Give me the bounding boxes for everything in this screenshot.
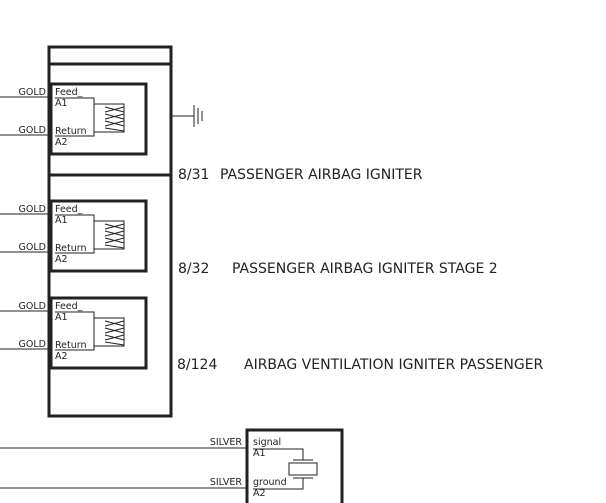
- wire-color-label: GOLD: [19, 125, 46, 136]
- pin-name-label: Return_: [55, 243, 92, 254]
- wire-color-label: GOLD: [19, 87, 46, 98]
- wire-color-label: GOLD: [19, 339, 46, 350]
- wire-color-label: SILVER: [210, 437, 243, 448]
- pin-name-label: Return_: [55, 126, 92, 137]
- igniter-coil-icon: [55, 97, 125, 137]
- pin-name-label: Feed_: [55, 301, 83, 312]
- sensor-module-box: [245, 428, 344, 503]
- component-8-124: GOLD GOLD Feed_ A1 Return_ A2 8/124 AIRB…: [0, 296, 544, 373]
- pin-id-label: A1: [55, 98, 68, 109]
- pin-name-label: Feed_: [55, 204, 83, 215]
- pin-id-label: A1: [55, 215, 68, 226]
- pin-name-label: ground: [253, 477, 287, 488]
- wire-color-label: GOLD: [19, 242, 46, 253]
- igniter-module-box: [49, 296, 148, 370]
- pin-id-label: A1: [55, 312, 68, 323]
- igniter-coil-icon: [55, 311, 125, 351]
- component-8-32: GOLD GOLD Feed_ A1 Return_ A2 8/32 PASSE…: [0, 199, 498, 277]
- sensor-component: SILVER SILVER signal A1 ground A2: [0, 428, 344, 503]
- pin-id-label: A2: [253, 488, 266, 499]
- igniter-module-box: [49, 199, 148, 273]
- wire-color-label: GOLD: [19, 301, 46, 312]
- pin-id-label: A2: [55, 351, 68, 362]
- pin-id-label: A2: [55, 137, 68, 148]
- component-ref: 8/124: [177, 357, 217, 373]
- component-ref: 8/31: [178, 167, 209, 183]
- pin-id-label: A2: [55, 254, 68, 265]
- pin-id-label: A1: [253, 448, 266, 459]
- ground-icon: [171, 105, 203, 127]
- component-description: PASSENGER AIRBAG IGNITER: [220, 167, 423, 183]
- igniter-coil-icon: [55, 214, 125, 254]
- enclosure-outline: [47, 45, 173, 418]
- component-description: AIRBAG VENTILATION IGNITER PASSENGER: [244, 357, 544, 373]
- component-ref: 8/32: [178, 261, 209, 277]
- component-description: PASSENGER AIRBAG IGNITER STAGE 2: [232, 261, 498, 277]
- wire-color-label: GOLD: [19, 204, 46, 215]
- pin-name-label: Feed_: [55, 87, 83, 98]
- component-8-31: GOLD GOLD Feed_ A1 Return_ A2 8/31 PASSE…: [0, 82, 423, 183]
- wire-color-label: SILVER: [210, 477, 243, 488]
- sensor-element-icon: [253, 448, 318, 490]
- pin-name-label: signal: [253, 437, 281, 448]
- pin-name-label: Return_: [55, 340, 92, 351]
- igniter-module-box: [49, 82, 148, 156]
